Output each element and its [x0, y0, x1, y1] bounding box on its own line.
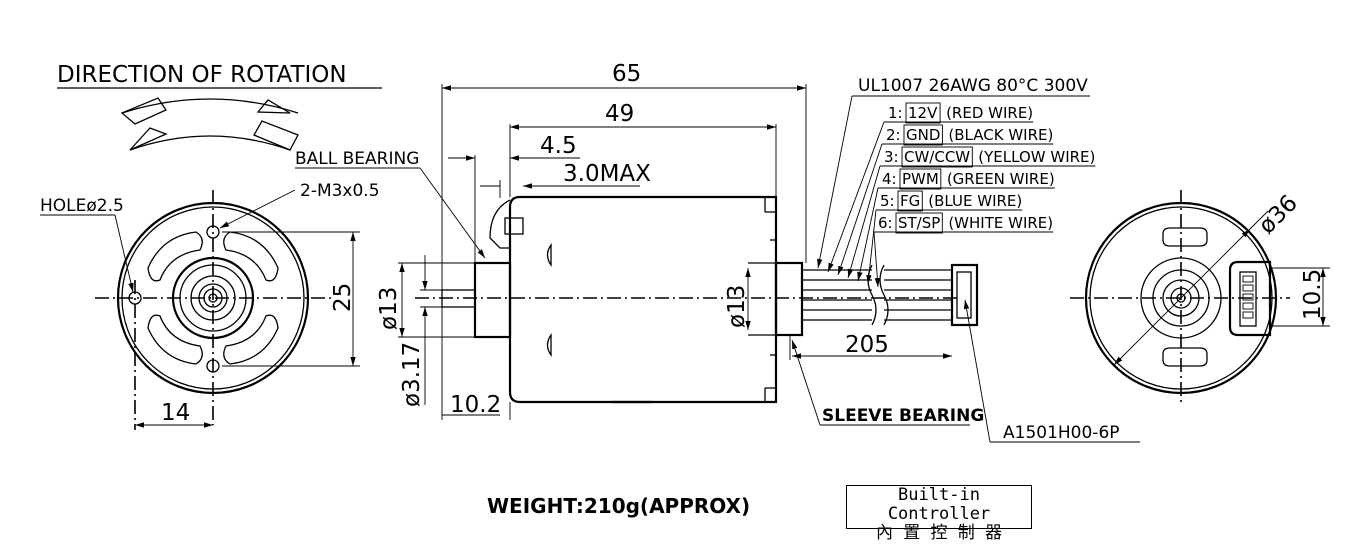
wire-description: (YELLOW WIRE)	[978, 148, 1095, 166]
rotation-indicator: DIRECTION OF ROTATION	[57, 62, 382, 151]
wire-signal: FG	[900, 192, 920, 210]
wire-leader	[837, 143, 883, 276]
wire-leader	[857, 187, 879, 282]
wire-number: 2:	[886, 126, 901, 144]
wire-signal: ST/SP	[898, 214, 940, 232]
rear-view: ø36 10.5	[1070, 190, 1330, 405]
motor-body	[508, 195, 778, 404]
controller-en: Built-in Controller	[887, 485, 991, 524]
dim-10-2: 10.2	[450, 392, 501, 418]
wire-description: (BLUE WIRE)	[928, 192, 1022, 210]
wire-number: 5:	[880, 192, 895, 210]
wire-row: 5: FG (BLUE WIRE)	[866, 190, 1023, 285]
dim-rear-dia: ø13	[724, 285, 750, 328]
dim-49: 49	[605, 101, 634, 127]
weight-label: WEIGHT:210g(APPROX)	[487, 494, 750, 518]
front-view: 25 14 2-M3x0.5 HOLEø2.5	[40, 181, 380, 430]
dim-3-0max: 3.0MAX	[563, 161, 651, 187]
wire-row: 2: GND (BLACK WIRE)	[837, 124, 1054, 276]
label-sleeve-bearing: SLEEVE BEARING	[822, 406, 984, 426]
wire-row: 4: PWM (GREEN WIRE)	[857, 168, 1055, 282]
wire-signal-box	[903, 124, 943, 146]
arrow-right-head	[253, 120, 299, 151]
arrow-left-head	[120, 97, 167, 125]
wire-leader	[866, 209, 877, 285]
wire-row: 1: 12V (RED WIRE)	[827, 102, 1034, 273]
wire-signal: 12V	[908, 104, 938, 122]
wire-signal-box	[895, 212, 943, 234]
wire-signal-box	[901, 146, 973, 168]
dim-14: 14	[161, 400, 190, 426]
side-view: 65 49 4.5 3.0MAX ø13 ø3.17 10.2 ø13	[295, 61, 1140, 443]
wire-leader	[847, 165, 881, 279]
dim-body-dia: ø36	[1254, 190, 1303, 239]
wire-number: 1:	[888, 104, 903, 122]
wire-signal: PWM	[902, 170, 939, 188]
wire-signal-box	[899, 168, 942, 190]
label-ball-bearing: BALL BEARING	[295, 149, 419, 169]
label-mount-screw: 2-M3x0.5	[300, 181, 380, 201]
wire-signal-box	[897, 190, 923, 212]
wire-row: 3: CW/CCW (YELLOW WIRE)	[847, 146, 1096, 279]
wire-signal: CW/CCW	[904, 148, 970, 166]
dim-205: 205	[845, 332, 889, 358]
dim-25: 25	[330, 283, 356, 312]
wire-number: 6:	[878, 214, 893, 232]
wire-description: (RED WIRE)	[946, 104, 1033, 122]
controller-box: Built-in Controller 內 置 控 制 器	[846, 485, 1032, 543]
wire-row: 6: ST/SP (WHITE WIRE)	[873, 212, 1054, 288]
wire-number: 4:	[882, 170, 897, 188]
dim-65: 65	[612, 61, 641, 87]
dim-shaft-dia: ø3.17	[399, 342, 425, 407]
wire-number: 3:	[884, 148, 899, 166]
dim-front-dia: ø13	[376, 287, 402, 330]
wire-description: (WHITE WIRE)	[948, 214, 1053, 232]
label-hole: HOLEø2.5	[40, 196, 124, 216]
connector-housing	[950, 263, 979, 327]
controller-zh: 內 置 控 制 器	[876, 523, 1002, 543]
rotation-title: DIRECTION OF ROTATION	[57, 62, 347, 88]
dim-connector-width: 10.5	[1300, 269, 1326, 320]
label-connector: A1501H00-6P	[1003, 423, 1120, 443]
wire-signal-box	[905, 102, 941, 124]
wire-table: UL1007 26AWG 80°C 300V 1: 12V (RED WIRE) 2:…	[817, 76, 1096, 288]
wire-spec: UL1007 26AWG 80°C 300V	[858, 76, 1088, 96]
wire-leader	[873, 231, 881, 288]
wire-description: (BLACK WIRE)	[948, 126, 1053, 144]
dim-4-5: 4.5	[540, 133, 577, 159]
wire-leader	[827, 121, 885, 273]
wire-signal: GND	[906, 126, 940, 144]
wire-description: (GREEN WIRE)	[947, 170, 1055, 188]
